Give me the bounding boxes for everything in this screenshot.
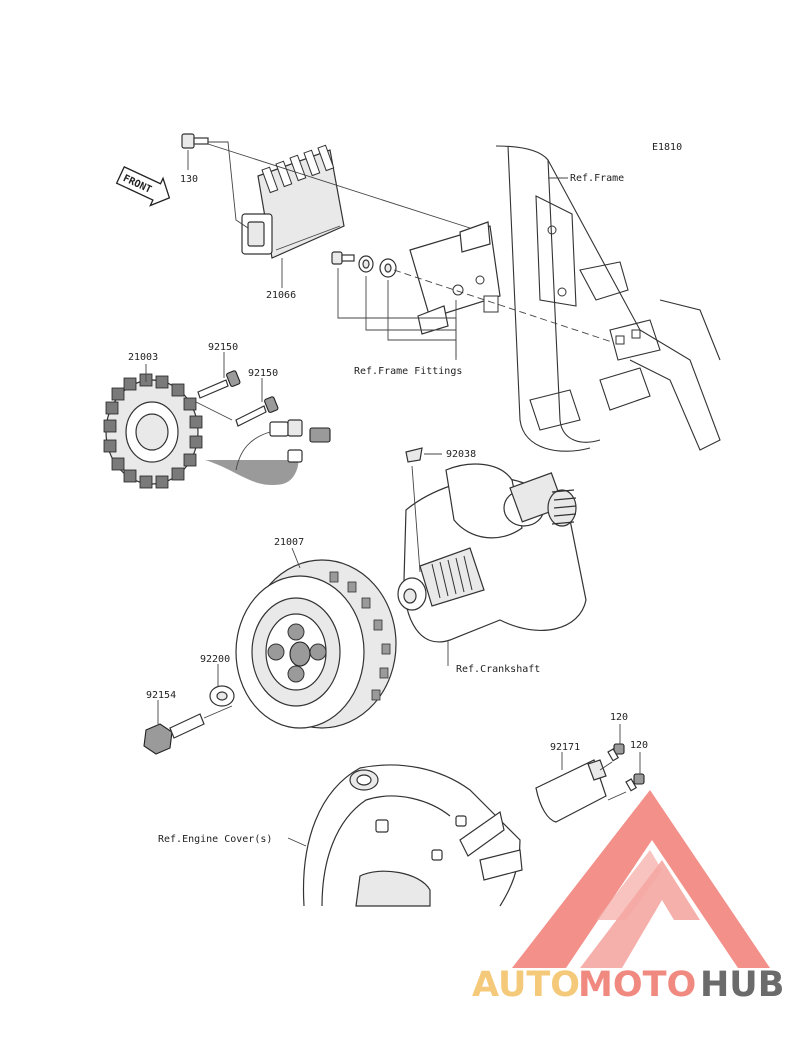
part-21066: 21066 — [266, 290, 296, 301]
rotor-21007 — [235, 559, 397, 729]
part-120-b: 120 — [630, 740, 648, 751]
ref-frame-label: Ref.Frame — [570, 173, 624, 184]
front-arrow-icon: FRONT — [115, 165, 171, 207]
part-92038: 92038 — [446, 449, 476, 460]
bolt-and-washers — [331, 251, 397, 278]
stator-21003 — [103, 373, 203, 489]
part-130: 130 — [180, 174, 198, 185]
bolt-130 — [181, 133, 209, 149]
bolt-92154 — [143, 713, 205, 755]
ref-crankshaft-label: Ref.Crankshaft — [456, 664, 540, 675]
part-92200: 92200 — [200, 654, 230, 665]
washer-92200 — [209, 685, 235, 707]
watermark-logo-icon — [512, 790, 770, 968]
bolt-92150-b — [235, 396, 279, 427]
stator-wiring — [199, 419, 331, 489]
part-92150-b: 92150 — [248, 368, 278, 379]
bracket — [409, 221, 501, 335]
key-92038 — [405, 447, 423, 463]
bolt-92150-a — [197, 370, 241, 399]
screw-120-b — [625, 773, 645, 792]
part-92150-a: 92150 — [208, 342, 238, 353]
crankshaft — [397, 463, 587, 643]
part-92171: 92171 — [550, 742, 580, 753]
ref-frame-fittings-label: Ref.Frame Fittings — [354, 366, 462, 377]
diagram-code: E1810 — [652, 142, 682, 153]
brand-moto: MOTO — [578, 965, 696, 1005]
ref-engine-cover-label: Ref.Engine Cover(s) — [158, 834, 272, 845]
part-120-a: 120 — [610, 712, 628, 723]
screw-120-a — [607, 743, 625, 762]
cover-92171 — [535, 759, 607, 823]
brand-hub: HUB — [700, 965, 784, 1005]
regulator-21066 — [241, 144, 345, 259]
frame-outline — [495, 145, 721, 452]
part-21007: 21007 — [274, 537, 304, 548]
brand-auto: AUTO — [472, 965, 580, 1005]
watermark-brand: AUTO MOTO HUB — [472, 965, 784, 1005]
part-92154: 92154 — [146, 690, 176, 701]
engine-cover — [302, 764, 523, 907]
part-21003: 21003 — [128, 352, 158, 363]
